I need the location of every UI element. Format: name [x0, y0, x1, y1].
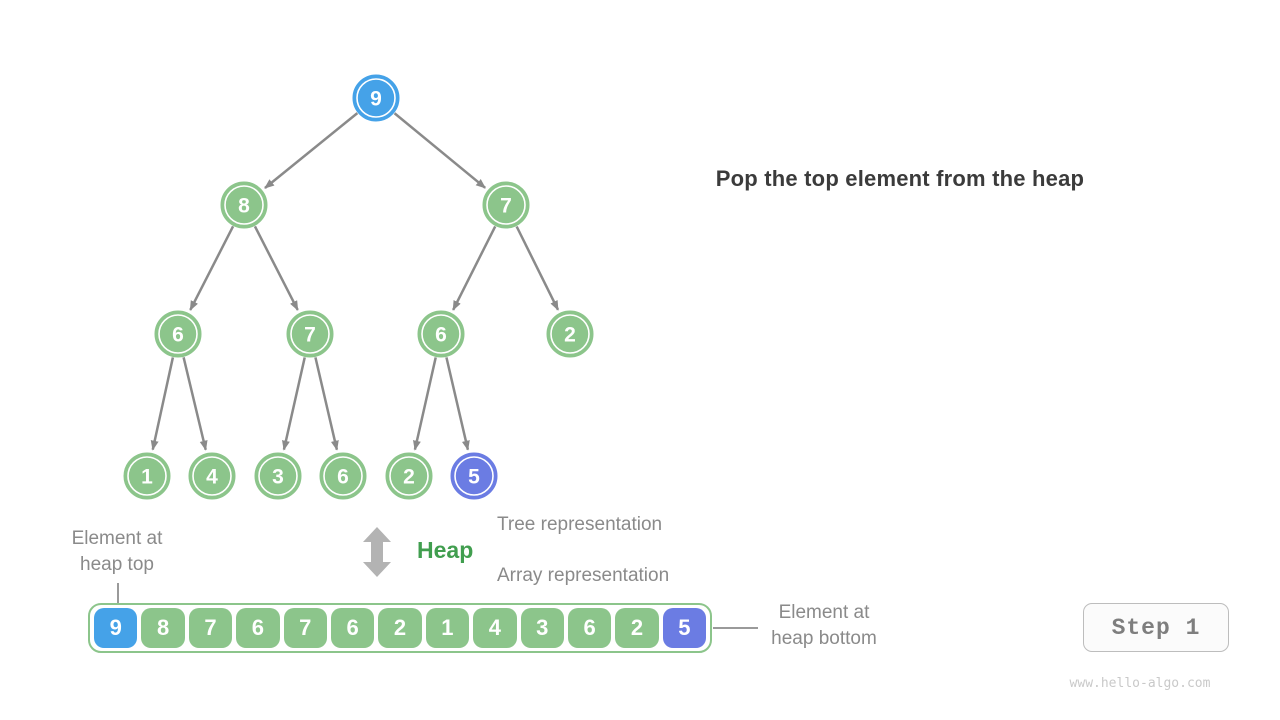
step-button[interactable]: Step 1: [1083, 603, 1229, 652]
array-cell-6: 6: [330, 608, 375, 648]
svg-text:6: 6: [337, 466, 349, 489]
tree-node-9: 9: [352, 74, 400, 122]
heap-double-arrow-icon: [363, 527, 391, 577]
tree-edge: [413, 357, 437, 451]
watermark: www.hello-algo.com: [1069, 676, 1211, 691]
tree-edge: [253, 225, 299, 311]
array-cell-6: 6: [236, 608, 280, 648]
svg-text:7: 7: [304, 324, 316, 347]
tree-edge: [150, 357, 175, 451]
array-cell-8: 8: [141, 608, 185, 648]
heap-top-connector-line: [117, 583, 119, 605]
heap-bottom-connector-line: [713, 627, 758, 629]
tree-edge: [393, 112, 486, 189]
tree-node-2: 2: [546, 310, 594, 358]
heap-bottom-label: Element at heap bottom: [771, 602, 877, 649]
page-title: Pop the top element from the heap: [715, 166, 1085, 191]
array-representation-label: Array representation: [497, 565, 670, 586]
svg-text:6: 6: [172, 324, 184, 347]
tree-edge: [264, 112, 359, 189]
tree-representation-label: Tree representation: [497, 514, 663, 535]
svg-text:6: 6: [435, 324, 447, 347]
heap-label: Heap: [417, 537, 474, 563]
array-cell-2: 2: [378, 608, 422, 648]
heap-top-label: Element at heap top: [71, 528, 163, 575]
tree-node-4: 4: [188, 452, 236, 500]
tree-edge: [189, 225, 235, 311]
tree-edge: [282, 357, 306, 451]
array-cell-2: 2: [615, 608, 659, 648]
svg-text:9: 9: [370, 88, 382, 111]
svg-text:8: 8: [238, 195, 250, 218]
svg-text:1: 1: [141, 466, 153, 489]
array-cell-4: 4: [473, 608, 517, 648]
tree-edge: [452, 225, 497, 311]
svg-text:7: 7: [500, 195, 512, 218]
tree-node-8: 8: [220, 181, 268, 229]
array-cell-1: 1: [425, 608, 470, 648]
tree-node-3: 3: [254, 452, 302, 500]
tree-node-1: 1: [123, 452, 171, 500]
tree-node-6: 6: [154, 310, 202, 358]
tree-node-6: 6: [417, 310, 465, 358]
tree-node-6: 6: [319, 452, 367, 500]
tree-edge: [515, 225, 560, 311]
tree-node-5: 5: [450, 452, 498, 500]
svg-text:3: 3: [272, 466, 284, 489]
array-cell-6: 6: [567, 608, 612, 648]
array-cell-7: 7: [188, 608, 233, 648]
tree-node-2: 2: [385, 452, 433, 500]
tree-edge: [314, 357, 339, 451]
svg-text:4: 4: [206, 466, 218, 489]
array-cell-7: 7: [283, 608, 327, 648]
heap-tree-svg: 9 8 7 6 7 6 2 1 4 3 6 2 5: [123, 74, 594, 500]
tree-node-7: 7: [286, 310, 334, 358]
tree-edge: [182, 357, 208, 451]
svg-text:5: 5: [468, 466, 480, 489]
array-cell-3: 3: [520, 608, 564, 648]
tree-edge: [445, 357, 470, 451]
array-cell-9: 9: [94, 608, 138, 648]
svg-text:2: 2: [403, 466, 415, 489]
tree-node-7: 7: [482, 181, 530, 229]
array-cell-5: 5: [662, 608, 707, 648]
svg-text:2: 2: [564, 324, 576, 347]
